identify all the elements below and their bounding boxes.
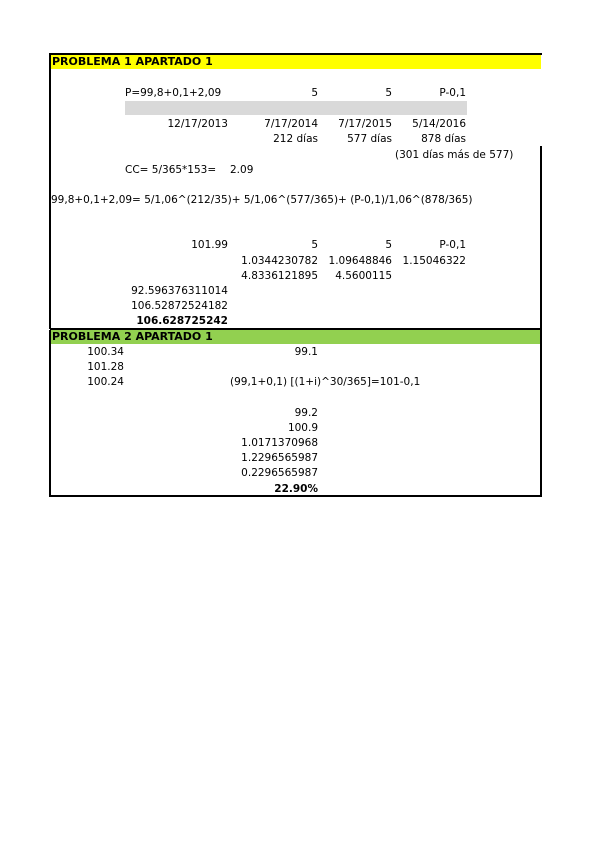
r3-d: 1.09648846 [328, 255, 392, 267]
problem-2-header: PROBLEMA 2 APARTADO 1 [51, 330, 541, 344]
date-start: 12/17/2013 [167, 118, 228, 130]
p2-left-border [49, 330, 51, 497]
r2-d: 5 [385, 239, 392, 251]
days-note: (301 días más de 577) [395, 149, 514, 161]
p2-a1: 100.34 [87, 346, 124, 358]
p2-a3: 100.24 [87, 376, 124, 388]
date-d: 7/17/2015 [338, 118, 392, 130]
p1-right-border [540, 146, 542, 329]
problem-1-header: PROBLEMA 1 APARTADO 1 [51, 55, 541, 69]
days-c: 212 días [273, 133, 318, 145]
p1-top-border [50, 53, 542, 55]
cc-label: CC= 5/365*153= [125, 164, 217, 176]
r6-b: 106.52872524182 [131, 300, 228, 312]
r4-d: 4.5600115 [335, 270, 392, 282]
p2-result: 22.90% [274, 483, 318, 495]
p1-left-border [49, 53, 51, 329]
formula-p: P=99,8+0,1+2,09 [125, 87, 222, 99]
r7-b-result: 106.628725242 [136, 315, 228, 327]
r4-c: 4.8336121895 [241, 270, 318, 282]
p2-formula: (99,1+0,1) [(1+i)^30/365]=101-0,1 [230, 376, 421, 388]
days-d: 577 días [347, 133, 392, 145]
r2-b: 101.99 [191, 239, 228, 251]
date-e: 5/14/2016 [412, 118, 466, 130]
date-c: 7/17/2014 [264, 118, 318, 130]
row1-col-e: P-0,1 [439, 87, 466, 99]
days-e: 878 días [421, 133, 466, 145]
p1-bottom-border [50, 328, 542, 330]
p2-v4: 1.2296565987 [241, 452, 318, 464]
price-equation: 99,8+0,1+2,09= 5/1,06^(212/35)+ 5/1,06^(… [51, 194, 473, 206]
r3-c: 1.0344230782 [241, 255, 318, 267]
p2-a2: 101.28 [87, 361, 124, 373]
r2-e: P-0,1 [439, 239, 466, 251]
cc-value: 2.09 [230, 164, 254, 176]
p2-right-border [540, 330, 542, 497]
r3-e: 1.15046322 [402, 255, 466, 267]
p2-v1: 99.2 [294, 407, 318, 419]
p2-v3: 1.0171370968 [241, 437, 318, 449]
p2-bottom-border [50, 495, 542, 497]
p2-v2: 100.9 [287, 422, 318, 434]
gray-band [125, 101, 467, 115]
row1-col-c: 5 [311, 87, 318, 99]
r5-b: 92.596376311014 [131, 285, 228, 297]
p2-c1: 99.1 [294, 346, 318, 358]
row1-col-d: 5 [385, 87, 392, 99]
r2-c: 5 [311, 239, 318, 251]
p2-v5: 0.2296565987 [241, 467, 318, 479]
